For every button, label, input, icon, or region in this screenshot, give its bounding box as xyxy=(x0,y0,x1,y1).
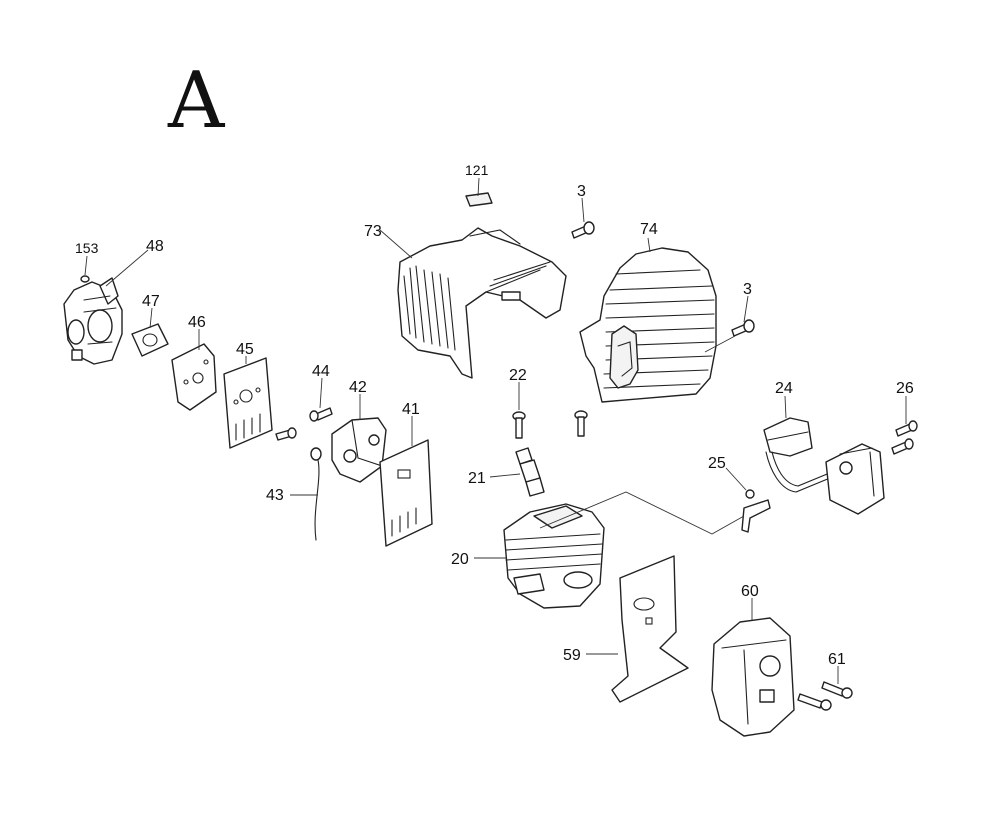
callout-60: 60 xyxy=(741,583,759,600)
callout-47: 47 xyxy=(142,293,160,310)
part-46-gasket xyxy=(171,343,217,411)
part-47-gasket xyxy=(131,323,169,357)
callout-26: 26 xyxy=(896,380,914,397)
part-153-o-ring xyxy=(80,275,90,283)
callout-21: 21 xyxy=(468,470,486,487)
callout-20: 20 xyxy=(451,551,469,568)
callout-3-right: 3 xyxy=(743,281,752,298)
part-48-carburetor xyxy=(63,277,123,365)
part-61-bolt xyxy=(821,681,853,699)
part-73-top-cover xyxy=(397,227,567,379)
ground-wire-path xyxy=(539,491,745,535)
callout-153: 153 xyxy=(75,240,99,256)
callout-24: 24 xyxy=(775,380,793,397)
callout-3-upper: 3 xyxy=(577,183,586,200)
part-61-bolt-second xyxy=(797,693,832,711)
part-60-muffler xyxy=(711,617,795,737)
part-22-bolt xyxy=(512,411,526,439)
part-43-wire xyxy=(310,447,322,541)
part-74-cylinder-shroud xyxy=(579,247,717,403)
callout-42: 42 xyxy=(349,379,367,396)
callout-73: 73 xyxy=(364,223,382,240)
part-121-label xyxy=(465,192,493,207)
part-42-air-cleaner-body xyxy=(331,417,387,483)
part-25-ground-terminal xyxy=(741,489,771,533)
callout-59: 59 xyxy=(563,647,581,664)
callout-41: 41 xyxy=(402,401,420,418)
callout-48: 48 xyxy=(146,238,164,255)
part-44-screw xyxy=(309,407,333,422)
callout-45: 45 xyxy=(236,341,254,358)
part-22-bolt-second xyxy=(574,410,588,437)
callout-43: 43 xyxy=(266,487,284,504)
callout-61: 61 xyxy=(828,651,846,668)
callout-25: 25 xyxy=(708,455,726,472)
callout-74: 74 xyxy=(640,221,658,238)
callout-22: 22 xyxy=(509,367,527,384)
part-45-plate xyxy=(223,357,273,449)
part-3-screw-upper xyxy=(571,221,595,239)
ignition-coil xyxy=(825,443,885,515)
part-26-screw xyxy=(895,420,918,437)
part-26-screw-second xyxy=(891,438,914,455)
screw-near-part-45 xyxy=(275,427,297,441)
part-3-screw-right xyxy=(731,319,755,337)
callout-121: 121 xyxy=(465,162,489,178)
part-59-heat-shield xyxy=(611,555,689,703)
callout-44: 44 xyxy=(312,363,330,380)
part-20-cylinder xyxy=(503,503,605,609)
section-letter: A xyxy=(168,56,225,146)
part-24-handle-bracket xyxy=(763,417,833,493)
part-41-plate xyxy=(379,439,433,547)
part-21-spark-plug xyxy=(515,447,545,497)
callout-46: 46 xyxy=(188,314,206,331)
